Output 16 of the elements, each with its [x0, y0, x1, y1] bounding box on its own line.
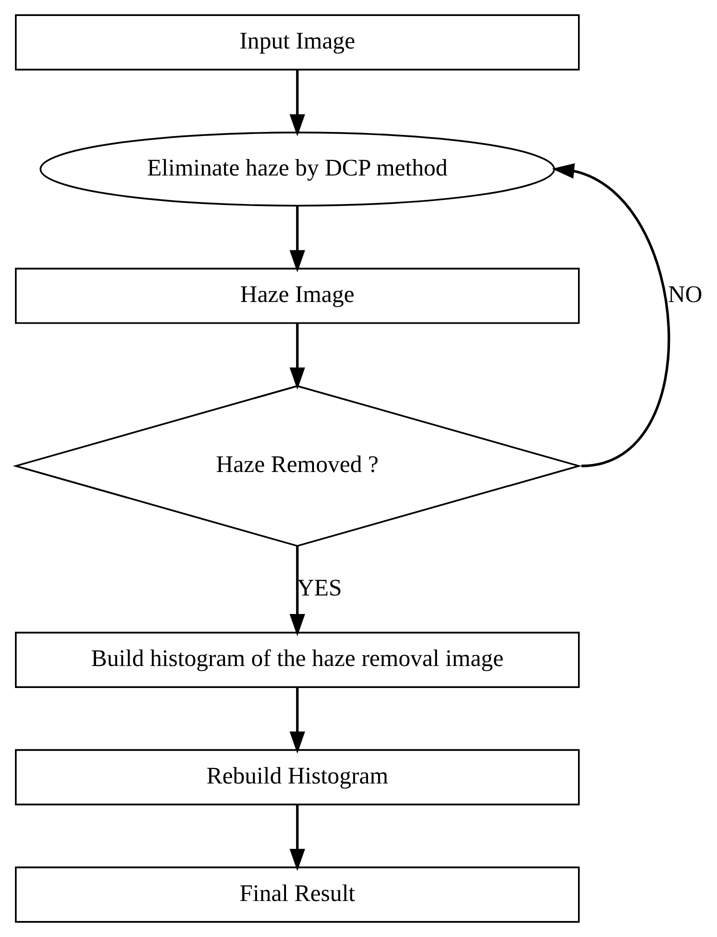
- edge-label: YES: [296, 576, 342, 602]
- node-box: Build histogram of the haze removal image: [14, 632, 580, 688]
- arrow: [289, 804, 305, 872]
- arrow: [289, 70, 305, 136]
- arrow: [289, 546, 305, 636]
- arrow: [289, 206, 305, 272]
- node-box: Input Image: [14, 14, 580, 70]
- node-diamond: Haze Removed ?: [12, 385, 582, 547]
- edge-label: NO: [667, 282, 702, 308]
- node-ellipse: Eliminate haze by DCP method: [39, 132, 555, 207]
- node-box: Rebuild Histogram: [14, 749, 580, 806]
- arrow: [552, 163, 670, 468]
- node-box: Haze Image: [14, 268, 580, 324]
- node-box: Final Result: [14, 866, 580, 923]
- arrow: [289, 687, 305, 754]
- arrow: [289, 324, 305, 390]
